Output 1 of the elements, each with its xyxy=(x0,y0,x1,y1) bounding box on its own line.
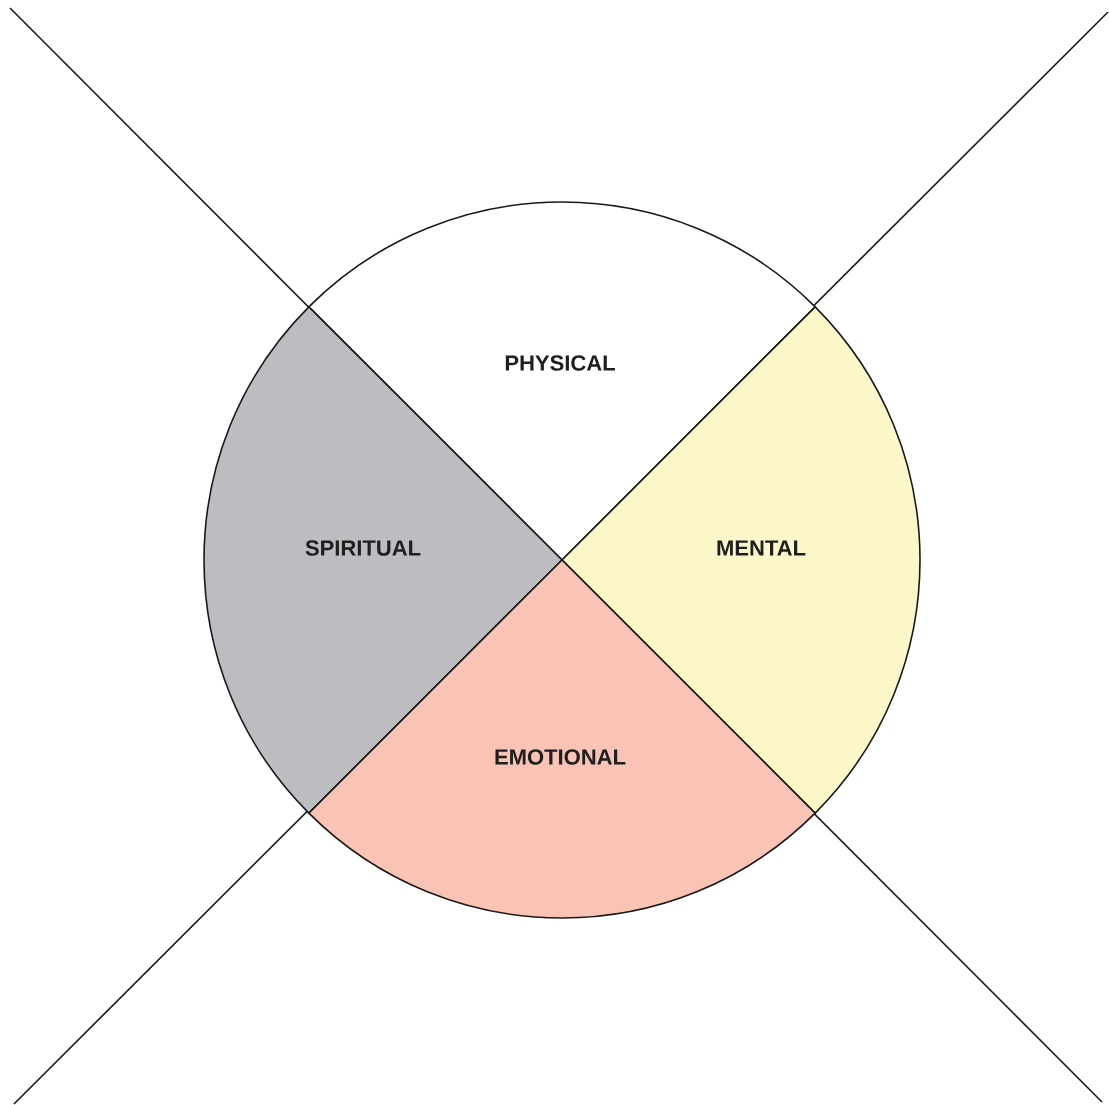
sector: EMOTIONAL xyxy=(308,559,816,919)
